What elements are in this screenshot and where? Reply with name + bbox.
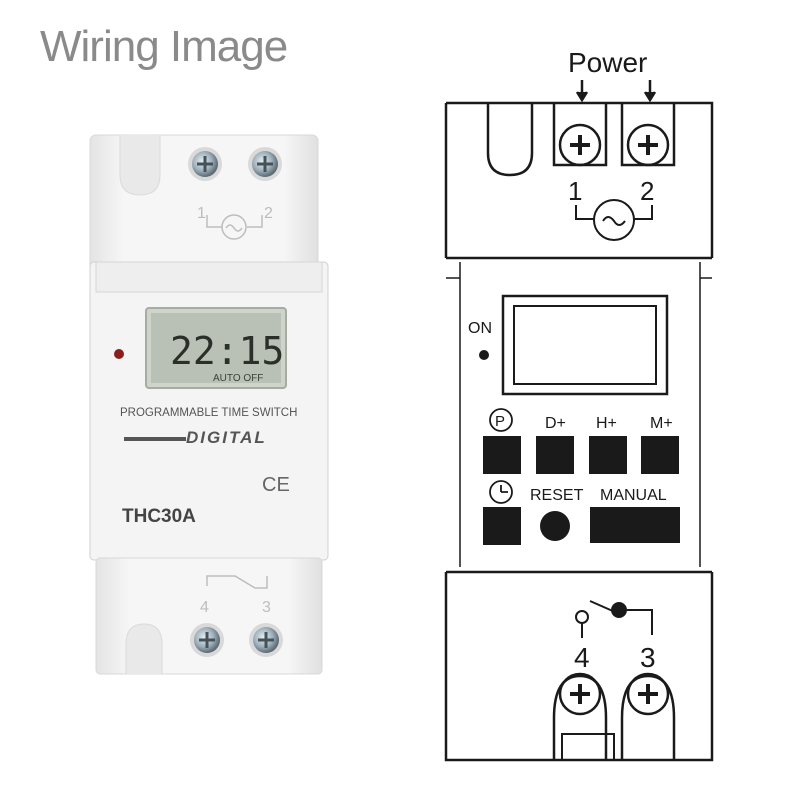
terminal-3-housing	[620, 674, 676, 760]
product-line-text: PROGRAMMABLE TIME SWITCH	[120, 407, 297, 419]
hour-plus-button[interactable]	[589, 436, 627, 474]
terminal-2-label: 2	[640, 176, 654, 206]
lcd-time: 22:15	[170, 329, 284, 373]
terminal-4-housing	[552, 674, 608, 760]
terminal-4-label: 4	[574, 642, 590, 673]
screw-terminal-3	[249, 623, 283, 657]
display-outline	[501, 294, 669, 396]
day-plus-label: D+	[545, 415, 566, 432]
manual-button[interactable]	[590, 507, 680, 543]
terminal-3-screw	[626, 672, 670, 716]
on-label: ON	[468, 320, 492, 337]
power-label: Power	[568, 47, 647, 78]
screw-terminal-2	[248, 147, 282, 181]
brand-underline	[124, 437, 186, 441]
reset-button[interactable]	[540, 511, 570, 541]
bottom-left-slot	[125, 623, 163, 674]
device-terminal-label-3: 3	[262, 599, 271, 616]
din-clip	[561, 733, 615, 760]
status-led	[114, 349, 124, 359]
ce-mark: CE	[262, 474, 290, 496]
clock-icon	[489, 480, 513, 504]
panel-inner-border	[459, 262, 701, 567]
minute-plus-button[interactable]	[641, 436, 679, 474]
minute-plus-label: M+	[650, 415, 673, 432]
ac-source-icon	[593, 199, 635, 241]
top-left-slot	[119, 135, 161, 196]
screw-terminal-1	[188, 147, 222, 181]
terminal-1-screw	[558, 123, 602, 167]
brand-text: DIGITAL	[186, 428, 267, 447]
reset-label: RESET	[530, 487, 584, 504]
top-slot	[486, 103, 534, 177]
page-title: Wiring Image	[40, 22, 288, 71]
power-wiring	[575, 205, 653, 220]
power-arrow-1-head	[575, 91, 589, 103]
device-terminal-label-1: 1	[197, 205, 206, 222]
device-top-wiring-marks	[206, 214, 263, 240]
relay-contact-symbol	[575, 600, 653, 638]
screw-terminal-4	[190, 623, 224, 657]
display-screen	[513, 305, 657, 385]
program-icon	[489, 408, 513, 432]
program-button[interactable]	[483, 436, 521, 474]
lcd-mode: AUTO OFF	[213, 373, 263, 384]
device-bottom-wiring-marks	[206, 575, 268, 589]
terminal-2-screw	[626, 123, 670, 167]
model-text: THC30A	[122, 506, 196, 527]
device-terminal-label-2: 2	[264, 205, 273, 222]
clock-button[interactable]	[483, 507, 521, 545]
device-terminal-label-4: 4	[200, 599, 209, 616]
program-symbol: P	[495, 413, 505, 430]
terminal-1-label: 1	[568, 176, 582, 206]
terminal-3-label: 3	[640, 642, 656, 673]
panel-border	[446, 256, 712, 574]
on-indicator	[479, 350, 489, 360]
manual-label: MANUAL	[600, 487, 667, 504]
terminal-4-screw	[558, 672, 602, 716]
hour-plus-label: H+	[596, 415, 617, 432]
lcd-screen	[151, 313, 281, 383]
device-photo: 1 2 22:15 AUTO OFF PROGRAMMABLE TIME SWI…	[89, 134, 329, 675]
wiring-diagram: Power 1 2	[444, 47, 714, 762]
day-plus-button[interactable]	[536, 436, 574, 474]
power-arrow-2-head	[643, 91, 657, 103]
